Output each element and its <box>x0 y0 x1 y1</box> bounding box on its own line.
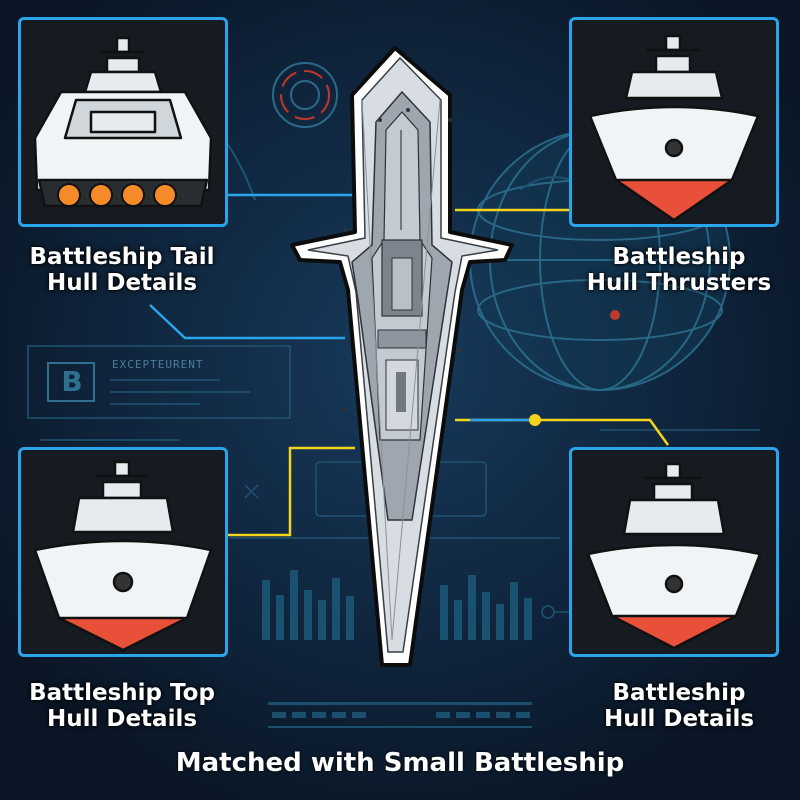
caption-line: Battleship Top <box>29 680 215 706</box>
ship-bow-icon <box>33 460 213 652</box>
ship-bow-icon <box>588 34 760 222</box>
hud-letter: B <box>61 365 83 398</box>
caption-tail-hull: Battleship Tail Hull Details <box>2 244 242 296</box>
hud-panel <box>27 345 291 419</box>
footer-title: Matched with Small Battleship <box>175 748 625 778</box>
caption-line: Battleship <box>612 244 746 270</box>
caption-hull-thrusters: Battleship Hull Thrusters <box>559 244 799 296</box>
panel-top-hull <box>18 447 228 657</box>
caption-line: Battleship Tail <box>29 244 215 270</box>
radar-icon <box>272 62 338 128</box>
caption-line: Hull Details <box>603 706 755 732</box>
equalizer-bars <box>262 570 532 640</box>
battleship-icon <box>290 46 514 667</box>
caption-line: Battleship <box>612 680 746 706</box>
connector-lines <box>149 193 670 537</box>
tech-strip <box>268 702 532 728</box>
panel-tail-hull <box>18 17 228 227</box>
panel-hull-thrusters <box>569 17 779 227</box>
caption-line: Hull Details <box>46 270 198 296</box>
caption-line: Hull Details <box>46 706 198 732</box>
connector-node <box>529 414 541 426</box>
caption-hull-details: Battleship Hull Details <box>559 680 799 732</box>
panel-hull-details <box>569 447 779 657</box>
ship-bow-icon <box>586 462 762 650</box>
caption-top-hull: Battleship Top Hull Details <box>2 680 242 732</box>
tail-hull-icon <box>33 36 213 208</box>
caption-line: Hull Thrusters <box>586 270 772 296</box>
hud-text: EXCEPTEURENT <box>112 358 204 371</box>
